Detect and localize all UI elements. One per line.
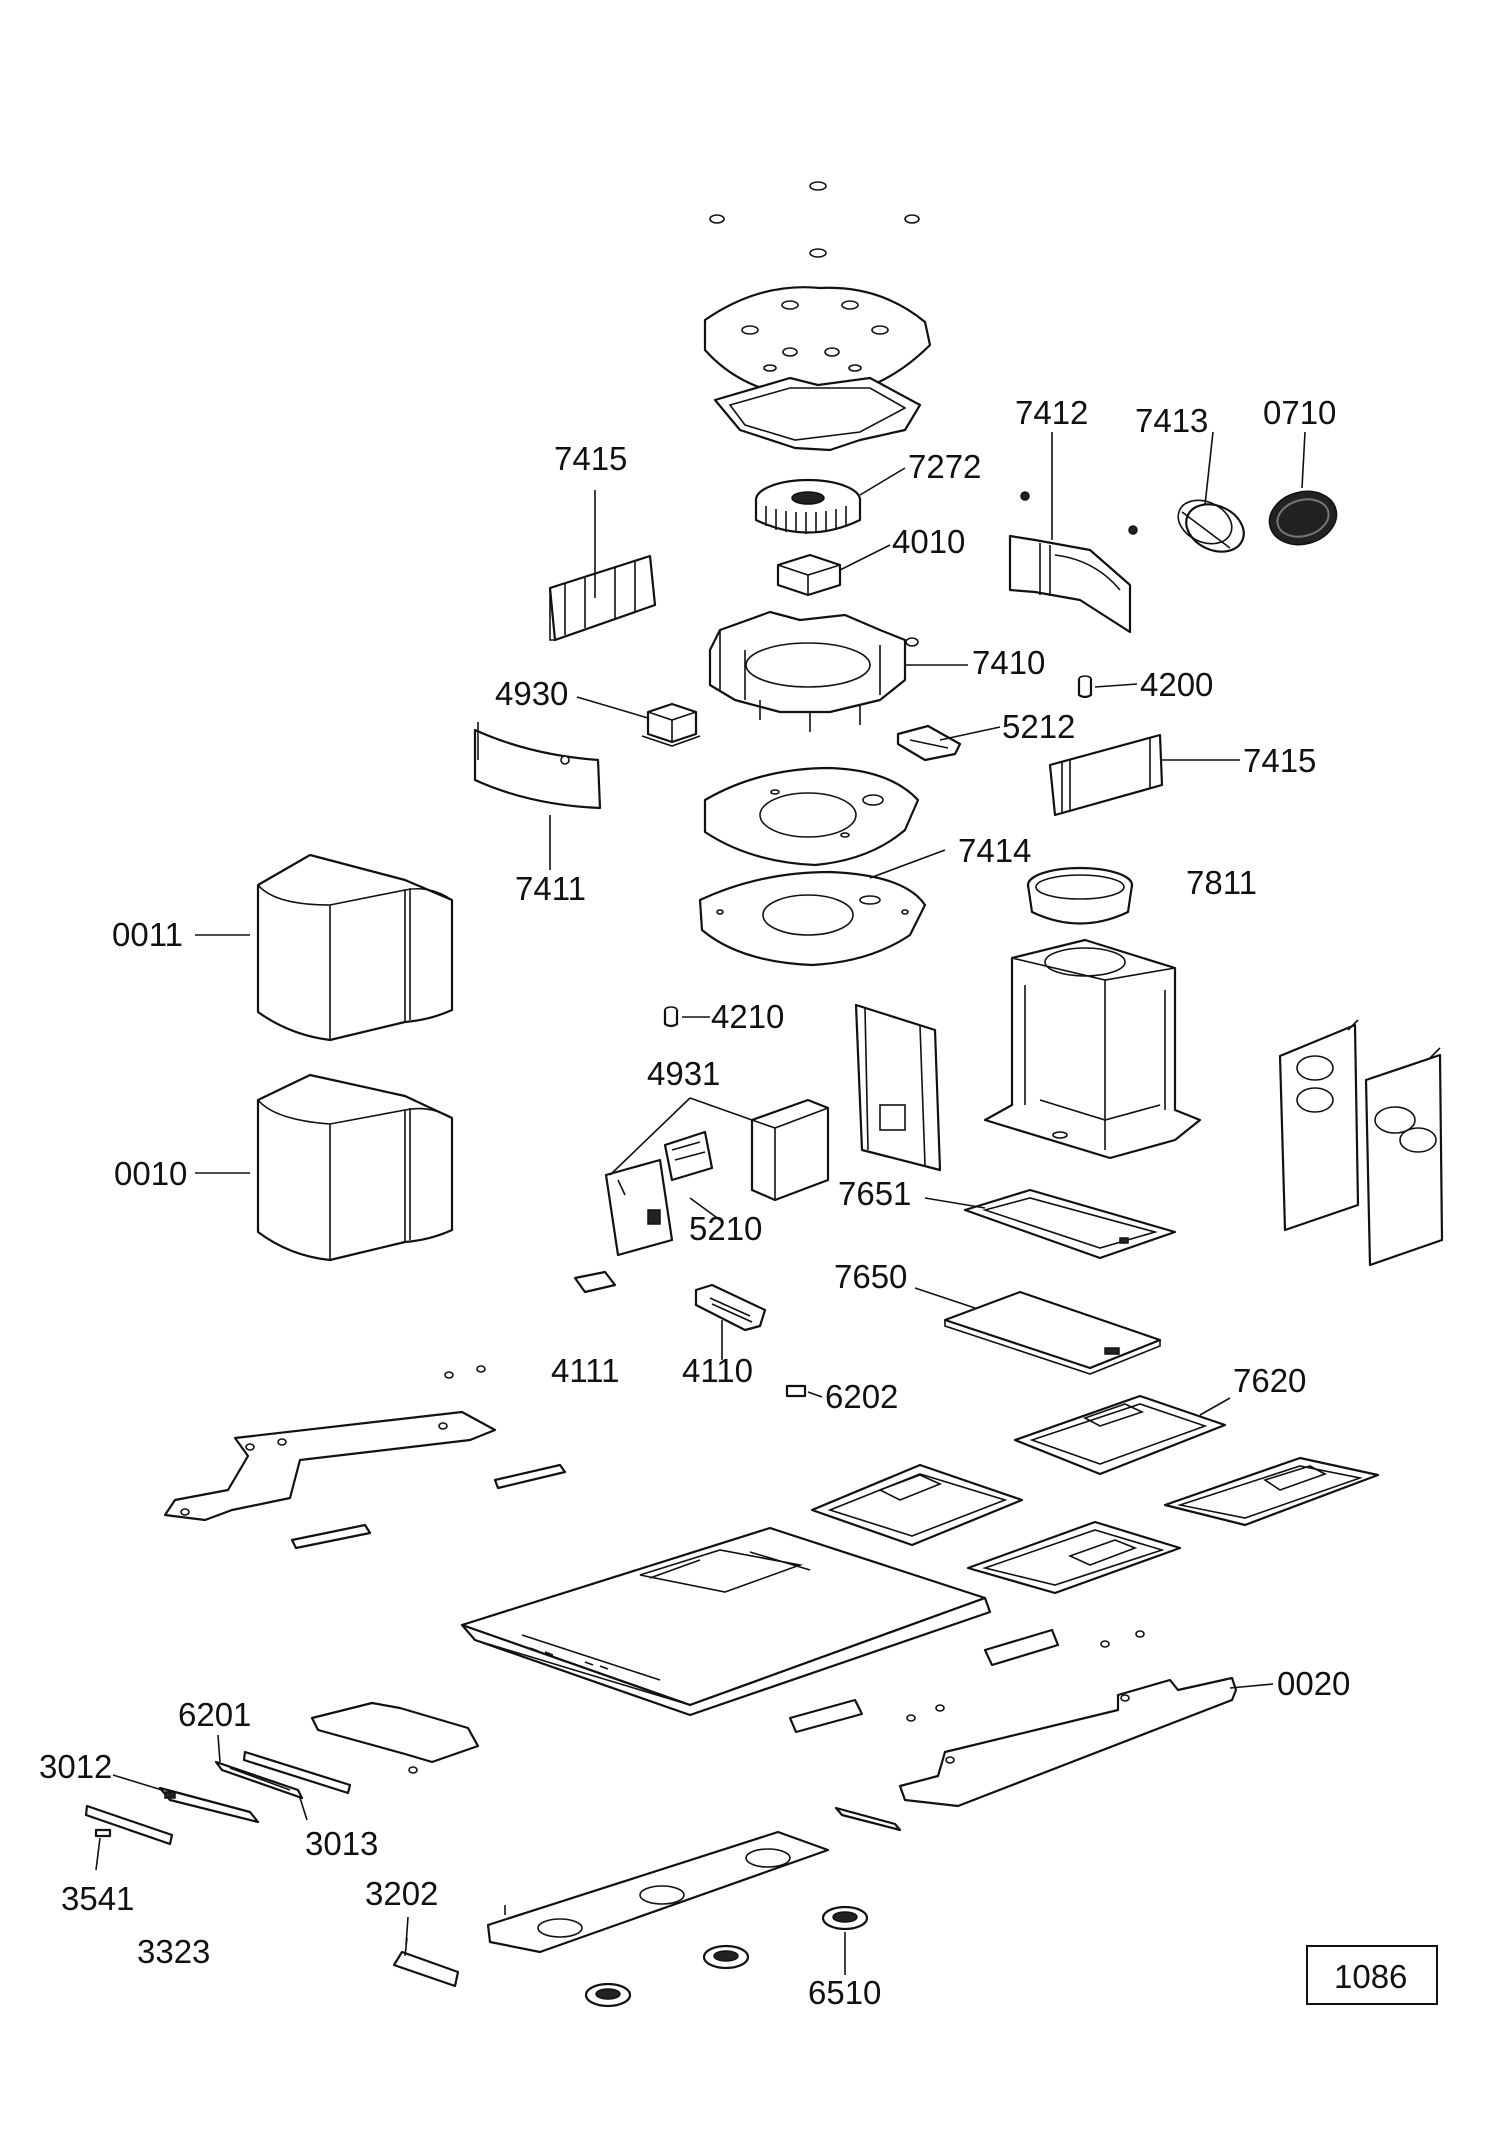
side-panel-7415-left [548, 554, 657, 642]
carbon-filter-7650 [943, 1290, 1162, 1375]
label-7410: 7410 [972, 644, 1045, 681]
label-0710: 0710 [1263, 394, 1336, 431]
clip-3202 [392, 1937, 460, 1988]
label-7811: 7811 [1186, 864, 1257, 901]
label-3202: 3202 [365, 1875, 438, 1912]
label-5210: 5210 [689, 1210, 762, 1247]
top-cover-plate [703, 286, 932, 400]
cylinder-4210 [663, 1006, 679, 1028]
duct-collar-7811 [1026, 866, 1134, 925]
hood-canopy [460, 1526, 992, 1717]
label-4010: 4010 [892, 523, 965, 560]
clip-4111 [573, 1270, 617, 1294]
control-housing-4931 [750, 1098, 830, 1202]
blower-wheel [754, 478, 862, 534]
label-7414: 7414 [958, 832, 1031, 869]
label-6202: 6202 [825, 1378, 898, 1415]
clip-rail-lower [788, 1698, 864, 1734]
bottom-light-panel [486, 1830, 830, 1954]
spot-lamp-2 [702, 1944, 750, 1970]
leader-lines [95, 431, 1306, 1975]
support-frame [983, 938, 1202, 1160]
reference-code: 1086 [1334, 1958, 1407, 1995]
small-rail-a [493, 1463, 567, 1490]
small-rail-c [834, 1806, 902, 1832]
filter-mesh-0710 [1268, 490, 1338, 546]
reference-code-box: 1086 [1306, 1945, 1438, 2005]
label-4111: 4111 [551, 1352, 620, 1389]
label-3012: 3012 [39, 1748, 112, 1785]
label-4930: 4930 [495, 675, 568, 712]
label-4210: 4210 [711, 998, 784, 1035]
motor-block [776, 553, 842, 597]
label-3541: 3541 [61, 1880, 134, 1917]
label-7650: 7650 [834, 1258, 907, 1295]
lamp-cover-right [1163, 1456, 1380, 1527]
label-4110: 4110 [682, 1352, 753, 1389]
label-3323: 3323 [137, 1933, 210, 1970]
lamp-bar-3013 [242, 1750, 352, 1795]
label-0020: 0020 [1277, 1665, 1350, 1702]
mounting-bracket-right [898, 1676, 1238, 1808]
label-3013: 3013 [305, 1825, 378, 1862]
duct-ring-7413 [1177, 499, 1245, 553]
label-0011: 0011 [112, 916, 183, 953]
label-7415-upper: 7415 [554, 440, 627, 477]
label-4200: 4200 [1140, 666, 1213, 703]
pcb-5210 [604, 1130, 714, 1257]
lamp-cover-lower [966, 1520, 1182, 1595]
label-6201: 6201 [178, 1696, 251, 1733]
chimney-lower-0010 [256, 1073, 454, 1262]
motor-housing [708, 610, 919, 732]
lamp-bar-6201 [214, 1760, 304, 1800]
gasket-plate-mid [703, 766, 920, 867]
capacitor [641, 702, 701, 747]
lamp-holder-3012 [158, 1786, 260, 1824]
cylinder-4200 [1077, 675, 1093, 699]
control-panel-4110 [694, 1283, 767, 1332]
side-panel-7415-right [1048, 733, 1164, 817]
part-6202 [785, 1384, 807, 1398]
switch-5212 [896, 724, 962, 762]
label-5212: 5212 [1002, 708, 1075, 745]
label-7651: 7651 [838, 1175, 911, 1212]
top-screws [709, 181, 920, 258]
label-7411: 7411 [515, 870, 586, 907]
spot-lamp-6510 [821, 1905, 869, 1931]
base-plate-7414 [698, 870, 927, 967]
bracket-panel-center [854, 1003, 942, 1172]
label-7620: 7620 [1233, 1362, 1306, 1399]
small-rail-b [290, 1523, 372, 1550]
label-7272: 7272 [908, 448, 981, 485]
duct-panel-7412 [1008, 491, 1138, 634]
label-6510: 6510 [808, 1974, 881, 2011]
label-4931: 4931 [647, 1055, 720, 1092]
mounting-bracket-small [310, 1701, 480, 1774]
part-labels: 0710 7412 7413 7415 7272 4010 7410 4930 … [39, 394, 1350, 2011]
label-7413: 7413 [1135, 402, 1208, 439]
chimney-upper-0011 [256, 853, 454, 1042]
gasket-plate [713, 376, 922, 452]
filter-frame-7651 [963, 1188, 1177, 1260]
lamp-cover-left [810, 1463, 1024, 1547]
spot-lamp-1 [584, 1982, 632, 2008]
label-7415-lower: 7415 [1243, 742, 1316, 779]
curved-panel-7411 [473, 722, 602, 810]
clip-rail-right [983, 1628, 1060, 1667]
side-panels-right-pair [1278, 1019, 1444, 1267]
lamp-bar-3541 [84, 1804, 174, 1846]
small-cap-3323 [94, 1828, 112, 1838]
label-7412: 7412 [1015, 394, 1088, 431]
mounting-bracket-left [163, 1365, 497, 1522]
lamp-cover-7620 [1013, 1394, 1227, 1476]
label-0010: 0010 [114, 1155, 187, 1192]
